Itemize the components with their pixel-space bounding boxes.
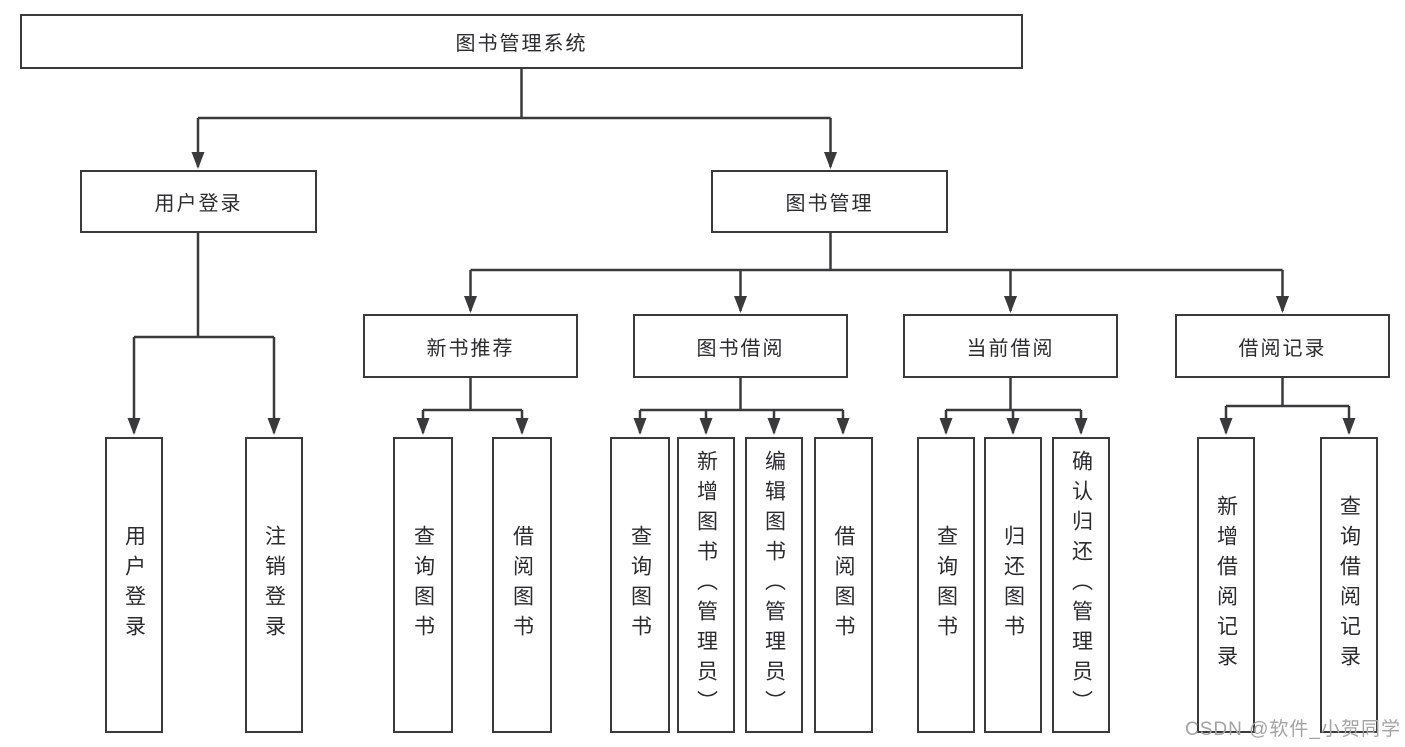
node-root: 图书管理系统 [20,14,1023,69]
leaf-br-query-record: 查询借阅记录 [1320,437,1378,733]
leaf-logout-login: 注销登录 [245,437,303,733]
leaf-bb-borrow-books: 借阅图书 [814,437,873,733]
leaf-cb-query-books: 查询图书 [917,437,975,733]
node-book-management: 图书管理 [711,170,948,233]
node-new-book-recommend: 新书推荐 [363,314,578,378]
leaf-cb-confirm-return-admin: 确认归还（管理员） [1052,437,1110,733]
node-borrowing-records: 借阅记录 [1175,314,1390,378]
leaf-br-add-record: 新增借阅记录 [1197,437,1255,733]
leaf-cb-return-books: 归还图书 [984,437,1042,733]
leaf-nbr-query-books: 查询图书 [393,437,453,733]
node-user-login: 用户登录 [80,170,317,233]
leaf-bb-query-books: 查询图书 [610,437,670,733]
node-current-borrowing: 当前借阅 [903,314,1118,378]
leaf-user-login: 用户登录 [105,437,163,733]
leaf-nbr-borrow-books: 借阅图书 [492,437,552,733]
leaf-bb-add-book-admin: 新增图书（管理员） [677,437,735,733]
leaf-bb-edit-book-admin: 编辑图书（管理员） [745,437,803,733]
csdn-watermark: CSDN @软件_小贺同学 [1185,719,1401,740]
node-book-borrowing: 图书借阅 [633,314,848,378]
